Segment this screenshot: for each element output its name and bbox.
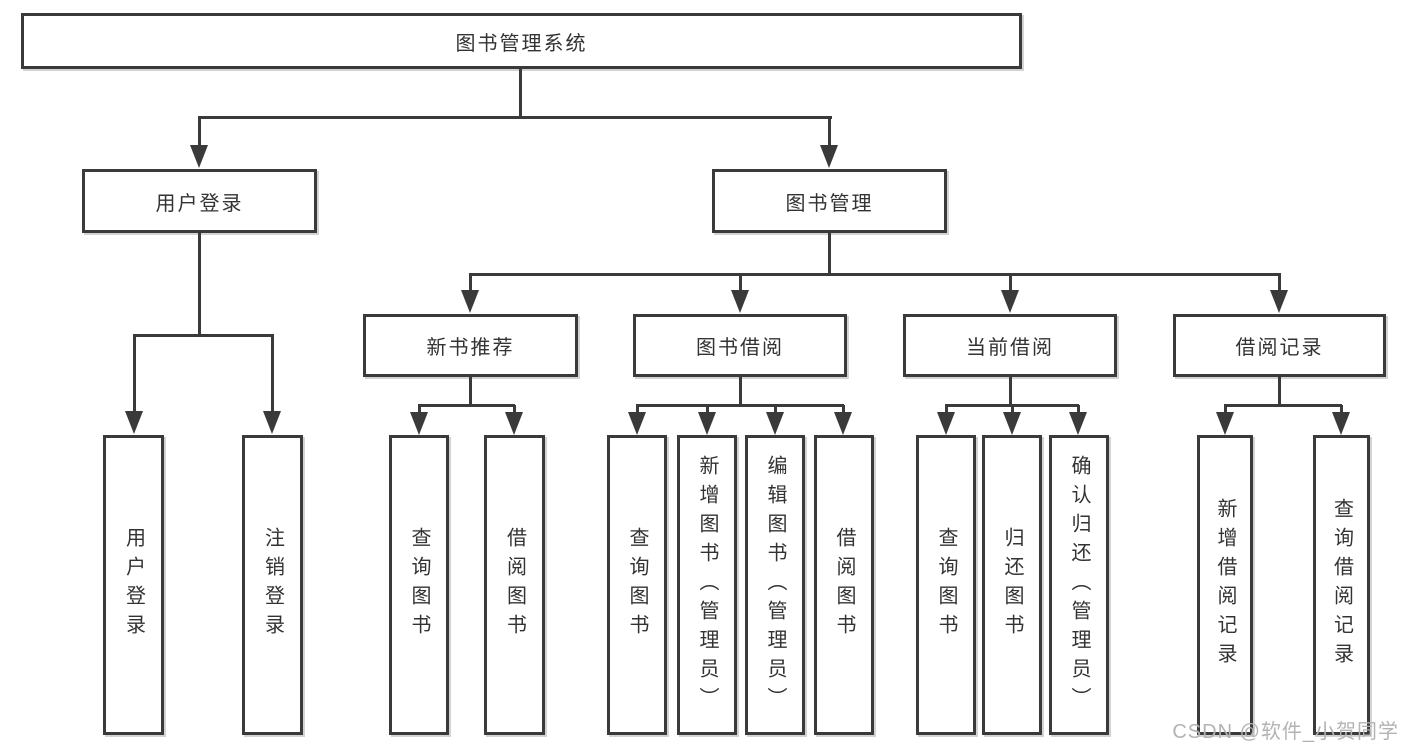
node-label: 图书借阅 bbox=[696, 337, 784, 359]
arrow-down-icon bbox=[731, 290, 749, 313]
connector-line bbox=[271, 335, 274, 413]
connector-line bbox=[469, 273, 1281, 276]
arrow-down-icon bbox=[125, 411, 143, 434]
leaf-label: 注销登录 bbox=[261, 527, 284, 643]
connector-line bbox=[1224, 405, 1227, 414]
connector-line bbox=[198, 116, 832, 119]
connector-line bbox=[513, 405, 516, 414]
connector-line bbox=[1011, 405, 1014, 414]
connector-line bbox=[636, 405, 639, 414]
connector-line bbox=[1077, 405, 1080, 414]
arrow-down-icon bbox=[505, 412, 523, 435]
leaf-query-books-borrow: 查询图书 bbox=[607, 435, 667, 735]
node-label: 图书管理系统 bbox=[455, 32, 588, 55]
connector-line bbox=[636, 404, 844, 407]
connector-line bbox=[706, 405, 709, 414]
leaf-label: 新增借阅记录 bbox=[1214, 498, 1236, 672]
node-book-borrow: 图书借阅 bbox=[633, 314, 847, 377]
leaf-label: 查询图书 bbox=[408, 527, 430, 643]
node-new-book-recommend: 新书推荐 bbox=[363, 314, 578, 377]
arrow-down-icon bbox=[410, 412, 428, 435]
leaf-add-books-admin: 新增图书（管理员） bbox=[677, 435, 737, 735]
leaf-label: 查询图书 bbox=[626, 527, 648, 643]
leaf-label: 借阅图书 bbox=[503, 527, 526, 643]
connector-line bbox=[774, 405, 777, 414]
leaf-label: 查询借阅记录 bbox=[1330, 498, 1353, 672]
node-book-management: 图书管理 bbox=[712, 169, 947, 233]
leaf-label: 归还图书 bbox=[1001, 527, 1023, 643]
arrow-down-icon bbox=[937, 412, 955, 435]
arrow-down-icon bbox=[1332, 412, 1350, 435]
leaf-return-books: 归还图书 bbox=[982, 435, 1042, 735]
arrow-down-icon bbox=[834, 412, 852, 435]
arrow-down-icon bbox=[698, 412, 716, 435]
leaf-label: 编辑图书（管理员） bbox=[764, 454, 786, 716]
connector-line bbox=[198, 117, 201, 147]
leaf-add-borrow-record: 新增借阅记录 bbox=[1197, 435, 1253, 735]
connector-line bbox=[945, 405, 948, 414]
connector-line bbox=[739, 274, 742, 292]
node-label: 图书管理 bbox=[785, 192, 874, 215]
leaf-query-borrow-record: 查询借阅记录 bbox=[1313, 435, 1370, 735]
connector-line bbox=[469, 377, 472, 405]
connector-line bbox=[469, 274, 472, 292]
arrow-down-icon bbox=[628, 412, 646, 435]
connector-line bbox=[842, 405, 845, 414]
node-borrow-records: 借阅记录 bbox=[1173, 314, 1386, 377]
connector-line bbox=[739, 377, 742, 405]
arrow-down-icon bbox=[263, 411, 281, 434]
leaf-user-login: 用户登录 bbox=[103, 435, 164, 735]
connector-line bbox=[418, 404, 515, 407]
arrow-down-icon bbox=[820, 145, 838, 168]
leaf-confirm-return-admin: 确认归还（管理员） bbox=[1049, 435, 1109, 735]
leaf-query-books-recommend: 查询图书 bbox=[389, 435, 449, 735]
connector-line bbox=[828, 233, 831, 275]
node-library-management-system: 图书管理系统 bbox=[21, 13, 1022, 69]
leaf-label: 借阅图书 bbox=[833, 527, 855, 643]
node-label: 当前借阅 bbox=[966, 337, 1054, 359]
leaf-query-books-current: 查询图书 bbox=[916, 435, 976, 735]
connector-line bbox=[198, 233, 201, 336]
leaf-borrow-books-recommend: 借阅图书 bbox=[484, 435, 545, 735]
leaf-logout: 注销登录 bbox=[242, 435, 303, 735]
leaf-edit-books-admin: 编辑图书（管理员） bbox=[745, 435, 805, 735]
connector-line bbox=[133, 335, 136, 413]
arrow-down-icon bbox=[1270, 290, 1288, 313]
node-label: 新书推荐 bbox=[426, 337, 515, 359]
node-user-login: 用户登录 bbox=[82, 169, 317, 233]
connector-line bbox=[1224, 404, 1342, 407]
connector-line bbox=[133, 334, 274, 337]
arrow-down-icon bbox=[190, 145, 208, 168]
connector-line bbox=[1278, 274, 1281, 292]
connector-line bbox=[1009, 274, 1012, 292]
connector-line bbox=[418, 405, 421, 414]
leaf-label: 新增图书（管理员） bbox=[696, 454, 718, 716]
leaf-label: 查询图书 bbox=[935, 527, 957, 643]
leaf-label: 用户登录 bbox=[122, 527, 145, 643]
connector-line bbox=[1340, 405, 1343, 414]
arrow-down-icon bbox=[1001, 290, 1019, 313]
node-current-borrow: 当前借阅 bbox=[903, 314, 1117, 377]
arrow-down-icon bbox=[1003, 412, 1021, 435]
connector-line bbox=[1278, 377, 1281, 405]
arrow-down-icon bbox=[1069, 412, 1087, 435]
leaf-label: 确认归还（管理员） bbox=[1068, 454, 1090, 716]
node-label: 用户登录 bbox=[155, 192, 244, 215]
connector-line bbox=[828, 117, 831, 147]
arrow-down-icon bbox=[766, 412, 784, 435]
leaf-borrow-books: 借阅图书 bbox=[814, 435, 874, 735]
connector-line bbox=[519, 69, 522, 117]
arrow-down-icon bbox=[461, 290, 479, 313]
arrow-down-icon bbox=[1216, 412, 1234, 435]
node-label: 借阅记录 bbox=[1235, 337, 1324, 359]
connector-line bbox=[1009, 377, 1012, 405]
csdn-watermark: CSDN @软件_小贺同学 bbox=[1172, 721, 1399, 743]
